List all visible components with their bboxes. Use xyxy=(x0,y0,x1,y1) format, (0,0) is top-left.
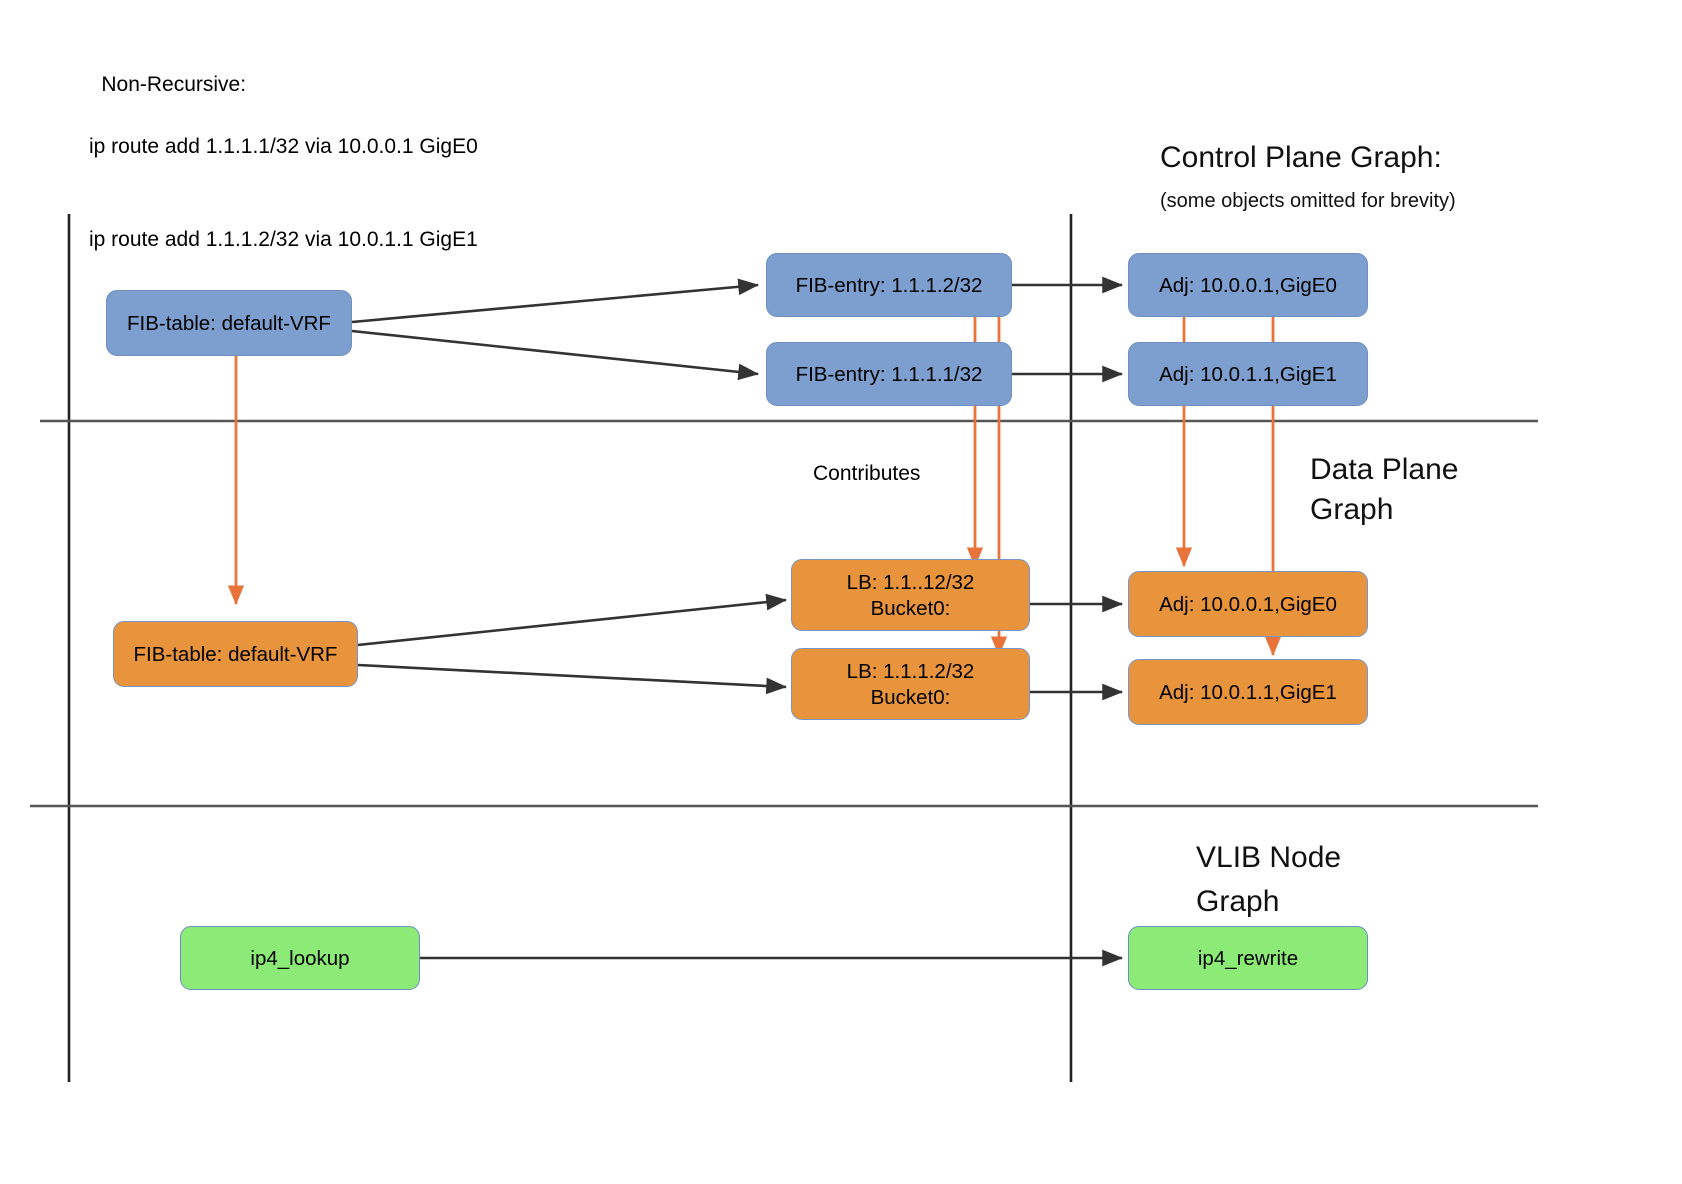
node-bucket-label: Bucket0: xyxy=(870,596,951,620)
control-plane-fib-entry-1[interactable]: FIB-entry: 1.1.1.1/32 xyxy=(766,342,1012,406)
node-label: FIB-table: default-VRF xyxy=(133,642,338,666)
control-plane-graph-title: Control Plane Graph: xyxy=(1160,141,1442,174)
data-plane-adjacency-1[interactable]: Adj: 10.0.1.1,GigE1 xyxy=(1128,659,1368,725)
route-config-line-1: ip route add 1.1.1.1/32 via 10.0.0.1 Gig… xyxy=(89,135,478,159)
data-plane-load-balancer-1[interactable]: LB: 1.1.1.2/32 Bucket0: xyxy=(791,648,1030,720)
control-plane-fib-entry-0[interactable]: FIB-entry: 1.1.1.2/32 xyxy=(766,253,1012,317)
node-bucket-label: Bucket0: xyxy=(870,685,951,709)
route-config-title: Non-Recursive: xyxy=(101,73,247,97)
node-label: FIB-entry: 1.1.1.2/32 xyxy=(795,273,983,297)
control-plane-adjacency-1[interactable]: Adj: 10.0.1.1,GigE1 xyxy=(1128,342,1368,406)
node-label: ip4_rewrite xyxy=(1197,946,1299,970)
data-plane-adjacency-0[interactable]: Adj: 10.0.0.1,GigE0 xyxy=(1128,571,1368,637)
route-config-block: Non-Recursive: ip route add 1.1.1.1/32 v… xyxy=(78,38,478,318)
vlib-node-ip4-lookup[interactable]: ip4_lookup xyxy=(180,926,420,990)
node-label: Adj: 10.0.0.1,GigE0 xyxy=(1159,592,1337,616)
node-label: FIB-table: default-VRF xyxy=(127,311,331,335)
node-label: Adj: 10.0.1.1,GigE1 xyxy=(1159,362,1337,386)
route-config-line-2: ip route add 1.1.1.2/32 via 10.0.1.1 Gig… xyxy=(89,228,478,252)
control-plane-graph-subtitle: (some objects omitted for brevity) xyxy=(1160,190,1456,212)
data-plane-graph-title-line1: Data Plane xyxy=(1310,453,1459,486)
node-label: Adj: 10.0.1.1,GigE1 xyxy=(1159,680,1337,704)
control-plane-adjacency-0[interactable]: Adj: 10.0.0.1,GigE0 xyxy=(1128,253,1368,317)
vlib-node-ip4-rewrite[interactable]: ip4_rewrite xyxy=(1128,926,1368,990)
contributes-label: Contributes xyxy=(813,462,921,485)
node-label: ip4_lookup xyxy=(250,946,350,970)
contributes-arrows xyxy=(227,300,1282,657)
node-label: Adj: 10.0.0.1,GigE0 xyxy=(1159,273,1337,297)
data-plane-graph-title-line2: Graph xyxy=(1310,493,1394,526)
vlib-node-graph-title-line1: VLIB Node xyxy=(1196,841,1342,874)
control-plane-fib-table[interactable]: FIB-table: default-VRF xyxy=(106,290,352,356)
data-plane-load-balancer-0[interactable]: LB: 1.1..12/32 Bucket0: xyxy=(791,559,1030,631)
data-plane-fib-table[interactable]: FIB-table: default-VRF xyxy=(113,621,358,687)
node-label: LB: 1.1.1.2/32 xyxy=(846,659,975,683)
node-label: LB: 1.1..12/32 xyxy=(846,570,975,594)
node-label: FIB-entry: 1.1.1.1/32 xyxy=(795,362,983,386)
vlib-node-graph-title-line2: Graph xyxy=(1196,885,1280,918)
